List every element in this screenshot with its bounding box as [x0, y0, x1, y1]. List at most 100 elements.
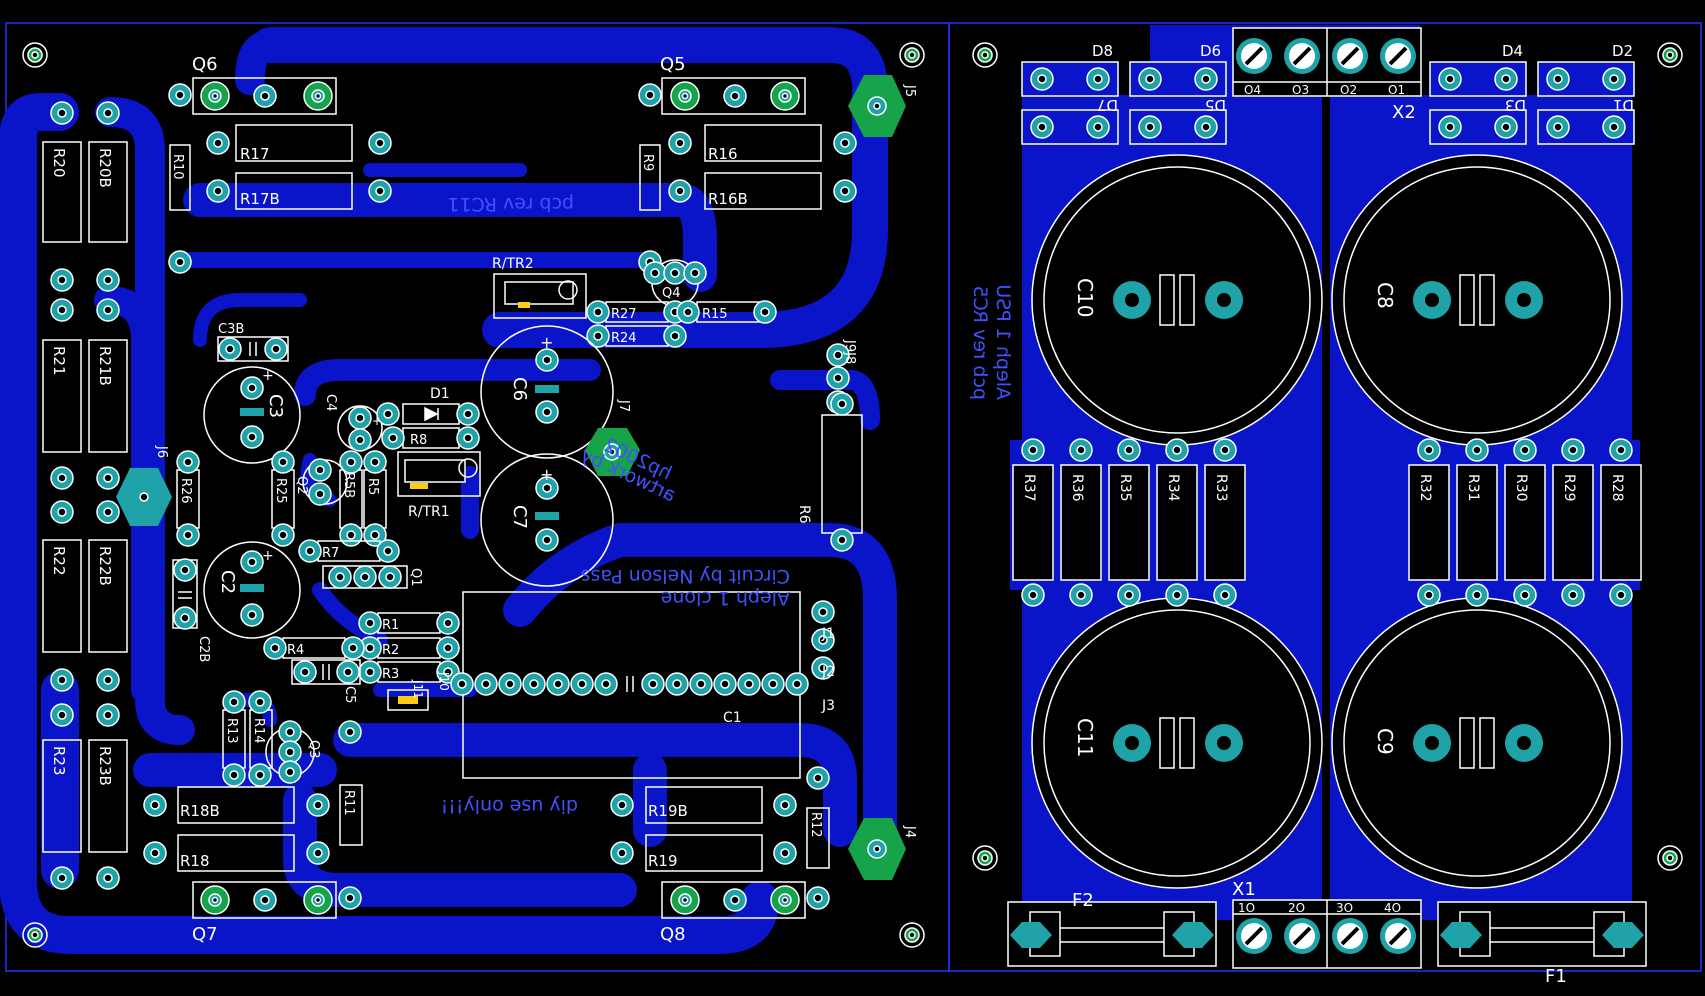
resistor-r12 — [806, 766, 830, 910]
label-r18b: R18B — [180, 802, 220, 820]
capacitor-c2b — [172, 558, 198, 630]
label-j9j8: J9J8 — [842, 339, 857, 364]
label-q5: Q5 — [660, 54, 686, 75]
resistor-r8 — [381, 426, 480, 450]
via-pad — [546, 672, 570, 696]
capacitor-c3: + — [203, 366, 301, 464]
label-r7: R7 — [322, 546, 339, 561]
label-x2-pin-2: O3 — [1292, 83, 1309, 97]
transistor-q8 — [661, 881, 806, 919]
label-r33: R33 — [1213, 474, 1229, 502]
label-r2: R2 — [382, 643, 399, 658]
via-pad — [570, 672, 594, 696]
svg-text:+: + — [540, 333, 553, 352]
via-pad — [594, 672, 618, 696]
label-j1: J1 — [821, 626, 835, 642]
transistor-q3 — [265, 720, 315, 784]
pad-row-j10-j3 — [450, 672, 809, 696]
label-x2-pin-3: O2 — [1340, 83, 1357, 97]
label-r4: R4 — [287, 643, 304, 658]
label-x2-pin-4: O1 — [1388, 83, 1405, 97]
diode-d5 — [1129, 109, 1227, 145]
via-pad — [689, 672, 713, 696]
label-c11: C11 — [1073, 718, 1097, 757]
label-c6: C6 — [509, 377, 530, 401]
label-r25: R25 — [273, 478, 288, 504]
label-d4: D4 — [1502, 42, 1523, 60]
label-c3b: C3B — [218, 322, 244, 337]
label-r32: R32 — [1417, 474, 1433, 502]
label-j3: J3 — [821, 698, 835, 714]
label-q6: Q6 — [192, 54, 218, 75]
label-j10: J10 — [437, 671, 451, 691]
resistor-r1 — [358, 611, 460, 635]
resistor-r22b — [88, 500, 128, 692]
label-d7: D7 — [1097, 96, 1118, 114]
label-d2: D2 — [1612, 42, 1633, 60]
label-d6: D6 — [1200, 42, 1221, 60]
capacitor-c8 — [1331, 154, 1623, 446]
fuse-f1 — [1437, 901, 1647, 967]
resistor-r5 — [363, 450, 387, 547]
label-r23b: R23B — [96, 746, 114, 786]
diode-d7 — [1021, 109, 1119, 145]
via-pad — [713, 672, 737, 696]
label-r6: R6 — [796, 505, 812, 524]
resistor-r23 — [42, 703, 82, 890]
via-pad — [474, 672, 498, 696]
label-f1: F1 — [1545, 966, 1567, 987]
label-r22b: R22B — [96, 546, 114, 586]
resistor-r19b — [610, 786, 797, 824]
transistor-q6 — [192, 77, 337, 115]
label-x1-pin-4: 4O — [1384, 901, 1401, 915]
label-c7: C7 — [509, 505, 530, 529]
resistor-r31 — [1456, 438, 1498, 607]
capacitor-c5 — [291, 659, 361, 685]
connector-j11 — [387, 689, 429, 711]
resistor-r35 — [1108, 438, 1150, 607]
label-r36: R36 — [1069, 474, 1085, 502]
capacitor-c9 — [1331, 597, 1623, 889]
resistor-r25 — [271, 450, 295, 547]
label-j7: J7 — [616, 399, 631, 412]
label-r20b: R20B — [96, 148, 114, 188]
resistor-r37 — [1012, 438, 1054, 607]
label-c4: C4 — [323, 394, 338, 411]
connector-j5 — [848, 75, 906, 137]
svg-text:+: + — [262, 368, 274, 384]
note-psu-line2: pcb rev RC5 — [969, 285, 991, 400]
label-r16: R16 — [708, 145, 738, 163]
diode-d1 — [376, 402, 480, 426]
connector-j7 — [585, 428, 640, 476]
note-amp-rev: pcb rev RC11 — [447, 193, 574, 215]
label-r29: R29 — [1561, 474, 1577, 502]
resistor-r16b — [668, 172, 857, 210]
diode-d6 — [1129, 61, 1227, 97]
label-q4: Q4 — [662, 286, 681, 301]
label-r10: R10 — [170, 154, 185, 180]
via-pad — [498, 672, 522, 696]
label-r28: R28 — [1609, 474, 1625, 502]
label-x1: X1 — [1232, 879, 1256, 900]
label-d5: D5 — [1205, 96, 1226, 114]
diode-d8 — [1021, 61, 1119, 97]
resistor-r36 — [1060, 438, 1102, 607]
resistor-r27 — [586, 300, 687, 324]
label-r31: R31 — [1465, 474, 1481, 502]
via-pad — [761, 672, 785, 696]
label-j6: J6 — [154, 445, 169, 458]
resistor-r28 — [1600, 438, 1642, 607]
resistor-r23b — [88, 703, 128, 890]
label-j11: J11 — [411, 679, 425, 699]
label-q3: Q3 — [306, 740, 321, 759]
capacitor-c11 — [1031, 597, 1323, 889]
diode-d2 — [1537, 61, 1635, 97]
label-c8: C8 — [1373, 282, 1397, 309]
label-r24: R24 — [611, 331, 637, 346]
resistor-r21 — [42, 298, 82, 490]
resistor-r7 — [298, 539, 400, 563]
label-r1: R1 — [382, 618, 399, 633]
label-r34: R34 — [1165, 474, 1181, 502]
via-pad — [522, 672, 546, 696]
